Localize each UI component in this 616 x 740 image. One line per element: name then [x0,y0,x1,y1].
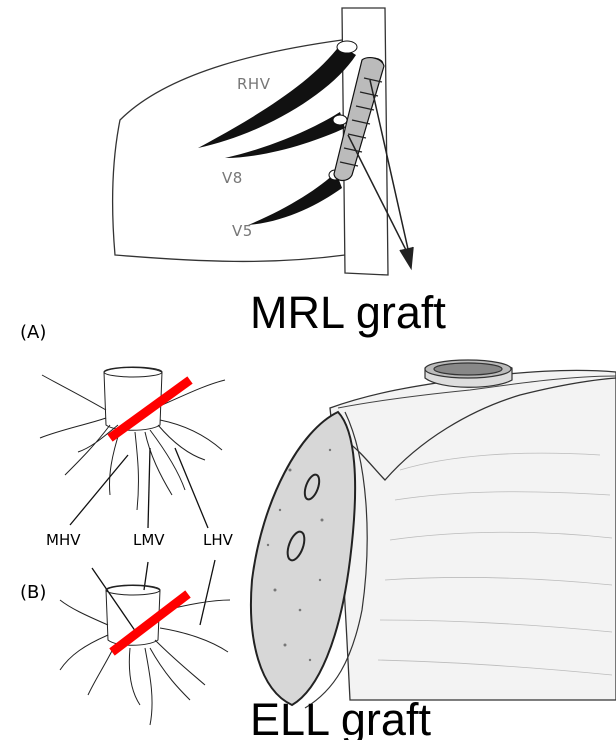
right-liver-outline [113,40,345,261]
cut-surface [251,412,355,705]
lmv-label: LMV [133,531,165,549]
mhv-label: MHV [46,531,81,549]
panel-a-label: (A) [20,322,46,343]
ell-graft-caption: ELL graft [250,694,431,740]
rhv-label: RHV [237,75,271,93]
v5-vein [248,172,342,225]
v8-vein [225,112,345,158]
v5-label: V5 [232,222,253,240]
panel-b-branches [60,600,230,725]
hepatic-veins [198,45,356,225]
mrl-graft-caption: MRL graft [250,287,446,338]
panel-b-label: (B) [20,582,46,603]
liver-upper-surface [330,370,616,700]
ivc-stump [425,360,512,387]
v8-label: V8 [222,169,243,187]
ell-graft-drawing [251,360,616,708]
panel-a-drawing [40,367,225,510]
panel-a-branches [40,375,225,510]
lhv-label: LHV [203,531,234,549]
